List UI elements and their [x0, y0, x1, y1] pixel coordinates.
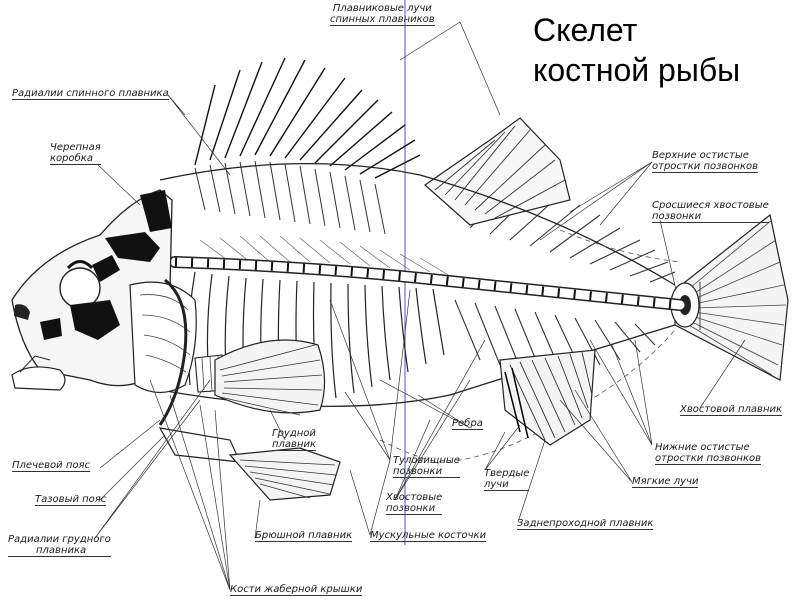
label-anal-fin: Заднепроходной плавник: [517, 518, 653, 530]
label-soft-rays: Мягкие лучи: [632, 476, 698, 488]
label-skull: Черепная коробка: [50, 142, 101, 165]
label-shoulder-girdle: Плечевой пояс: [12, 460, 90, 472]
label-dorsal-radials: Радиалии спинного плавника: [12, 88, 169, 100]
label-dorsal-fin-rays: Плавниковые лучи спинных плавников: [330, 3, 435, 26]
label-pectoral-fin: Грудной плавник: [272, 428, 316, 451]
label-ribs: Ребра: [452, 418, 483, 430]
label-pectoral-radials: Радиалии грудного плавника: [8, 534, 111, 557]
label-caudal-fin: Хвостовой плавник: [680, 404, 782, 416]
label-caudal-vertebrae: Хвостовые позвонки: [386, 492, 442, 515]
label-intermuscular-bones: Мускульные косточки: [370, 530, 486, 542]
label-pelvic-girdle: Тазовый пояс: [35, 494, 106, 506]
label-trunk-vertebrae: Туловищные позвонки: [393, 455, 460, 478]
label-opercular-bones: Кости жаберной крышки: [230, 584, 362, 596]
title-line-1: Скелет: [533, 10, 788, 50]
page-title: Скелет костной рыбы: [533, 10, 788, 90]
label-lower-spinous-processes: Нижние остистые отростки позвонков: [655, 442, 761, 465]
label-hard-rays: Твердые лучи: [484, 468, 529, 491]
title-line-2: костной рыбы: [533, 50, 788, 90]
label-fused-caudal-vertebrae: Сросшиеся хвостовые позвонки: [652, 200, 769, 223]
label-upper-spinous-processes: Верхние остистые отростки позвонков: [652, 150, 758, 173]
label-pelvic-fin: Брюшной плавник: [255, 530, 352, 542]
